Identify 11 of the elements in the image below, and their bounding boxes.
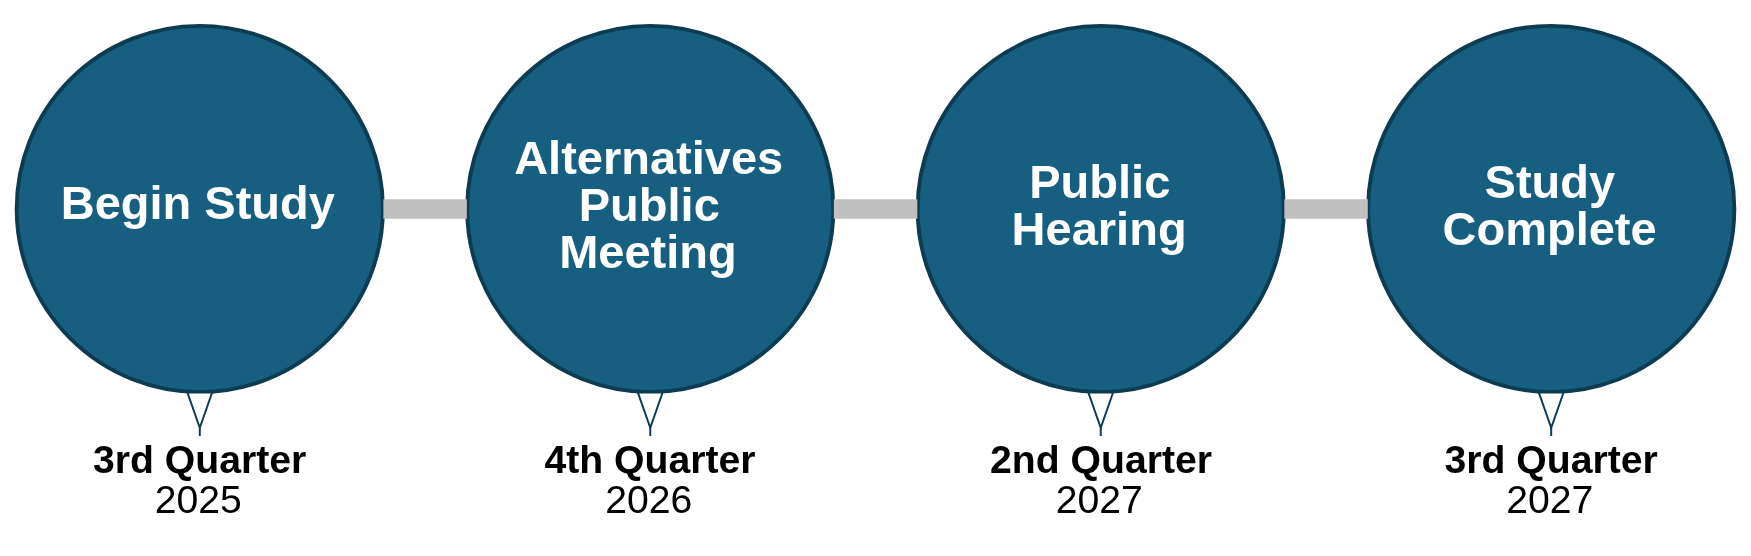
connector bbox=[1284, 199, 1368, 219]
connector bbox=[383, 199, 467, 219]
node-label: 2nd Quarter bbox=[990, 438, 1213, 482]
node-label: 4th Quarter bbox=[544, 438, 756, 482]
node-circle: Study Complete bbox=[1366, 23, 1737, 395]
connector bbox=[833, 199, 918, 219]
node-label: 3rd Quarter bbox=[1444, 438, 1658, 482]
node-circle: Public Hearing bbox=[915, 23, 1286, 395]
node-label: 3rd Quarter bbox=[93, 438, 307, 482]
node-circle: Begin Study bbox=[14, 23, 385, 395]
node-circle: Alternatives Public Meeting bbox=[465, 23, 836, 395]
